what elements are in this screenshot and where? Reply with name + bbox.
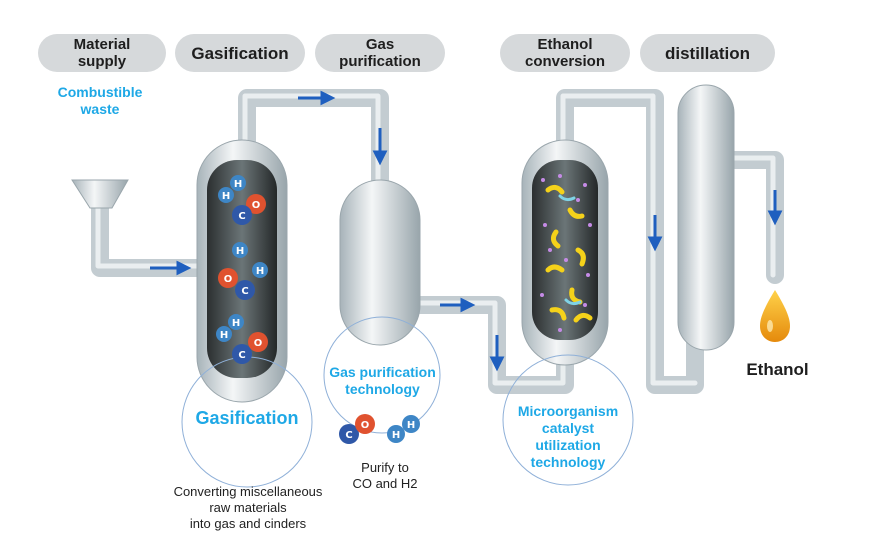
- svg-text:O: O: [254, 338, 263, 349]
- arrow-down-2: [489, 335, 505, 372]
- combustible-waste-label: Combustible waste: [57, 84, 143, 117]
- svg-text:H: H: [407, 420, 415, 431]
- arrow-down-1: [372, 128, 388, 166]
- purifier-vessel: [339, 179, 421, 346]
- carbon-atom: C: [232, 344, 252, 364]
- stage-material-supply: Material supply: [38, 34, 166, 72]
- microorganism-circle: [502, 354, 634, 486]
- svg-text:H: H: [392, 430, 400, 441]
- oxygen-atom: O: [248, 332, 268, 352]
- arrow-top-1: [298, 90, 336, 106]
- hydrogen-atom: H: [252, 262, 268, 278]
- hydrogen-atom: H: [216, 326, 232, 342]
- arrow-mid: [440, 297, 476, 313]
- svg-text:H: H: [236, 246, 244, 257]
- converter-core: [532, 160, 598, 340]
- svg-text:O: O: [224, 274, 233, 285]
- molecules-purified: C O H H: [339, 414, 420, 444]
- svg-text:C: C: [238, 211, 245, 222]
- svg-text:H: H: [256, 266, 264, 277]
- pipe-still-to-outlet: [721, 151, 784, 284]
- hydrogen-atom: H: [402, 415, 420, 433]
- ethanol-label: Ethanol: [746, 360, 809, 379]
- svg-text:C: C: [241, 286, 248, 297]
- carbon-atom: C: [232, 205, 252, 225]
- microorganism-tech-label: Microorganism catalyst utilization techn…: [517, 403, 619, 470]
- svg-text:O: O: [361, 420, 370, 431]
- ethanol-drop-icon: [760, 290, 790, 342]
- hydrogen-atom: H: [387, 425, 405, 443]
- oxygen-atom: O: [246, 194, 266, 214]
- feed-pipe: [91, 196, 214, 277]
- svg-text:H: H: [220, 330, 228, 341]
- stage-ethanol-conversion: Ethanol conversion: [500, 34, 630, 72]
- carbon-atom: C: [235, 280, 255, 300]
- svg-text:H: H: [222, 191, 230, 202]
- gasification-tech-label: Gasification: [195, 408, 299, 428]
- microorganisms: [540, 174, 593, 332]
- svg-text:C: C: [345, 430, 352, 441]
- stage-gasification: Gasification: [175, 34, 305, 72]
- oxygen-atom: O: [355, 414, 375, 434]
- gasifier-core: [207, 160, 277, 378]
- stage-distillation: distillation: [640, 34, 775, 72]
- hydrogen-atom: H: [228, 314, 244, 330]
- molecules-gasifier: H H O C H H O C H H O C: [216, 175, 268, 364]
- stage-gas-purification: Gas purification: [315, 34, 445, 72]
- distillation-column: [677, 84, 735, 351]
- hydrogen-atom: H: [230, 175, 246, 191]
- hydrogen-atom: H: [218, 187, 234, 203]
- arrow-down-3: [647, 215, 663, 252]
- arrow-down-4: [767, 190, 783, 226]
- svg-text:C: C: [238, 350, 245, 361]
- purification-circle: [323, 316, 441, 434]
- flow-arrows: [150, 90, 783, 372]
- svg-text:O: O: [252, 200, 261, 211]
- carbon-atom: C: [339, 424, 359, 444]
- arrow-feed: [150, 260, 192, 276]
- hydrogen-atom: H: [232, 242, 248, 258]
- svg-text:H: H: [232, 318, 240, 329]
- gasification-caption: Converting miscellaneous raw materials i…: [173, 484, 323, 531]
- svg-text:H: H: [234, 179, 242, 190]
- hopper: [71, 179, 129, 209]
- purification-caption: Purify to CO and H2: [352, 460, 418, 491]
- gas-purification-tech-label: Gas purification technology: [329, 364, 436, 397]
- oxygen-atom: O: [218, 268, 238, 288]
